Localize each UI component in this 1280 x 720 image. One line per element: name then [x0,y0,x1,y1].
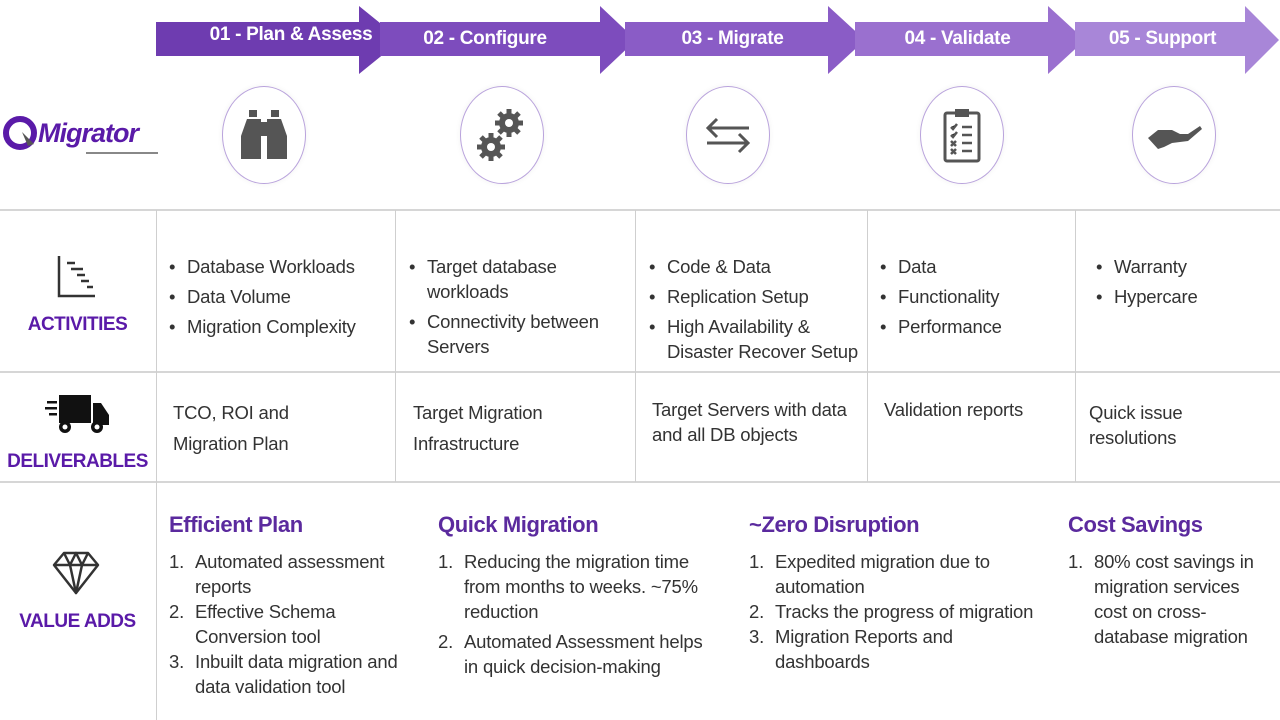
exchange-arrows-icon [705,117,751,154]
phase-arrow-3: 03 - Migrate [625,6,870,74]
list-item: Replication Setup [647,284,867,309]
list-item: Target database workloads [407,254,577,304]
list-item: 1.Expedited migration due to automation [749,551,990,597]
activities-cell-validate: Data Functionality Performance [878,254,1068,344]
list-item: 1.Reducing the migration time from month… [438,551,698,622]
value-add-zero-disruption: ~Zero Disruption 1.Expedited migration d… [749,512,1049,674]
phase-arrow-5: 05 - Support [1075,6,1280,74]
divider [395,210,396,482]
phase-label: 04 - Validate [904,28,1011,49]
phase-label: 03 - Migrate [681,28,784,49]
deliverable-configure: Target Migration Infrastructure [413,402,543,454]
list-item: 2.Automated Assessment helps in quick de… [438,631,703,677]
list-item: Warranty [1094,254,1274,279]
migrator-logo: Migrator [2,112,160,158]
divider [0,481,1280,483]
phase-label: 05 - Support [1108,28,1217,49]
value-add-title: Efficient Plan [169,512,303,537]
value-add-title: Quick Migration [438,512,599,537]
phase-icon-circle [222,86,306,184]
phase-icon-circle [1132,86,1216,184]
activities-cell-plan: Database Workloads Data Volume Migration… [167,254,392,344]
divider [0,371,1280,373]
deliverable-plan: TCO, ROI and Migration Plan [173,402,289,454]
list-item: Performance [878,314,1068,339]
value-add-cost-savings: Cost Savings 1.80% cost savings in migra… [1068,512,1273,649]
list-item: Database Workloads [167,254,392,279]
list-item: 2.Effective Schema Conversion tool [169,601,336,647]
activities-label: ACTIVITIES [27,314,128,335]
logo-text: Migrator [38,118,139,148]
list-item: 3.Migration Reports and dashboards [749,626,953,672]
phase-icon-circle [920,86,1004,184]
list-item: 3.Inbuilt data migration and data valida… [169,651,398,697]
list-item: Functionality [878,284,1068,309]
divider [635,210,636,482]
phase-arrow-4: 04 - Validate [855,6,1090,74]
gears-icon [477,109,523,161]
phase-label: 01 - Plan & Assess [209,24,373,45]
hand-icon [1148,126,1202,149]
value-add-quick-migration: Quick Migration 1.Reducing the migration… [438,512,718,679]
deliverable-migrate: Target Servers with data and all DB obje… [652,399,847,445]
phase-icon-circle [686,86,770,184]
list-item: Data Volume [167,284,392,309]
list-item: Migration Complexity [167,314,392,339]
value-add-title: ~Zero Disruption [749,512,920,537]
activities-cell-migrate: Code & Data Replication Setup High Avail… [647,254,867,369]
value-add-efficient-plan: Efficient Plan 1.Automated assessment re… [169,512,399,699]
deliverable-support: Quick issue resolutions [1089,402,1183,448]
value-add-title: Cost Savings [1068,512,1203,537]
divider [0,209,1280,211]
diamond-icon [52,551,100,595]
divider [156,210,157,720]
phase-arrow-2: 02 - Configure [380,6,640,74]
gantt-chart-icon [57,256,95,298]
divider [867,210,868,482]
list-item: Connectivity between Servers [407,309,627,359]
list-item: Hypercare [1094,284,1274,309]
list-item: Data [878,254,1068,279]
list-item: 1.Automated assessment reports [169,551,385,597]
phase-icon-circle [460,86,544,184]
binoculars-icon [241,110,287,159]
deliverable-validate: Validation reports [884,399,1023,420]
divider [1075,210,1076,482]
list-item: 1.80% cost savings in migration services… [1068,551,1254,647]
activities-cell-configure: Target database workloads Connectivity b… [407,254,627,364]
deliverables-label: DELIVERABLES [7,451,148,472]
phase-arrow-1: 01 - Plan & Assess [156,6,406,74]
list-item: 2.Tracks the progress of migration [749,601,1034,622]
clipboard-checklist-icon [943,109,981,163]
value-adds-label: VALUE ADDS [19,611,136,632]
activities-cell-support: Warranty Hypercare [1094,254,1274,314]
list-item: High Availability & Disaster Recover Set… [647,314,867,364]
delivery-truck-icon [45,395,109,433]
phase-label: 02 - Configure [423,28,547,49]
list-item: Code & Data [647,254,867,279]
logo-mark-icon [3,116,37,150]
